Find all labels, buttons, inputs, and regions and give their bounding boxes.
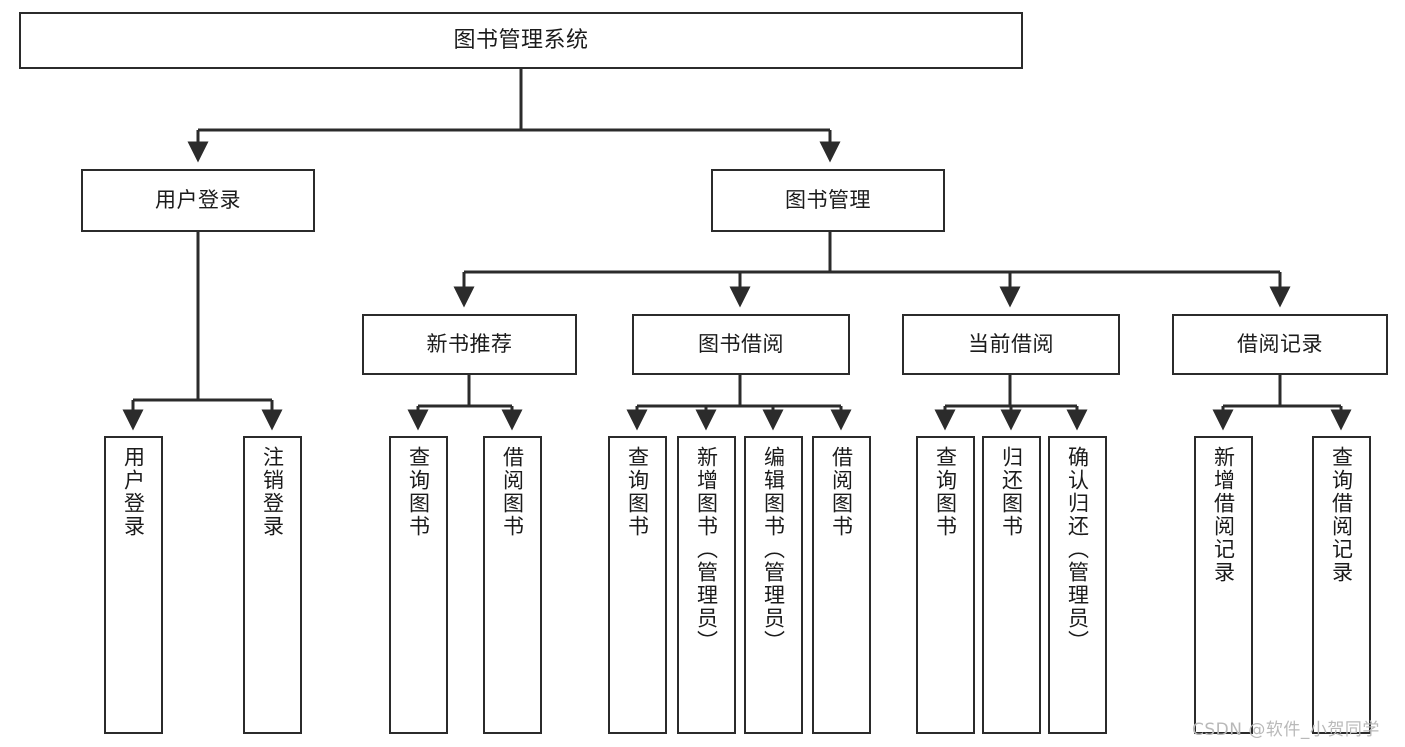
leaf-borrow-borrow-book[interactable]: 借阅图书 bbox=[812, 436, 871, 734]
leaf-recommend-query-book[interactable]: 查询图书 bbox=[389, 436, 448, 734]
leaf-borrow-add-book[interactable]: 新增图书（管理员） bbox=[677, 436, 736, 734]
leaf-recommend-borrow-book[interactable]: 借阅图书 bbox=[483, 436, 542, 734]
node-label: 编辑图书（管理员） bbox=[761, 446, 786, 653]
node-root-system[interactable]: 图书管理系统 bbox=[19, 12, 1023, 69]
node-label: 用户登录 bbox=[155, 188, 241, 213]
node-label: 借阅图书 bbox=[500, 446, 525, 538]
leaf-borrow-query-book[interactable]: 查询图书 bbox=[608, 436, 667, 734]
node-label: 新增图书（管理员） bbox=[694, 446, 719, 653]
leaf-borrow-edit-book[interactable]: 编辑图书（管理员） bbox=[744, 436, 803, 734]
node-label: 新增借阅记录 bbox=[1211, 446, 1236, 584]
node-label: 图书借阅 bbox=[698, 332, 784, 357]
node-label: 新书推荐 bbox=[426, 332, 513, 357]
leaf-current-query-book[interactable]: 查询图书 bbox=[916, 436, 975, 734]
node-borrow-record[interactable]: 借阅记录 bbox=[1172, 314, 1388, 375]
leaf-user-login-login[interactable]: 用户登录 bbox=[104, 436, 163, 734]
leaf-record-add-record[interactable]: 新增借阅记录 bbox=[1194, 436, 1253, 734]
node-label: 归还图书 bbox=[999, 446, 1024, 538]
node-label: 确认归还（管理员） bbox=[1065, 446, 1090, 653]
node-label: 查询借阅记录 bbox=[1329, 446, 1354, 584]
node-current-borrow[interactable]: 当前借阅 bbox=[902, 314, 1120, 375]
leaf-current-return-book[interactable]: 归还图书 bbox=[982, 436, 1041, 734]
node-label: 注销登录 bbox=[260, 446, 285, 538]
node-label: 借阅记录 bbox=[1237, 332, 1323, 357]
node-label: 借阅图书 bbox=[829, 446, 854, 538]
leaf-user-login-logout[interactable]: 注销登录 bbox=[243, 436, 302, 734]
node-label: 当前借阅 bbox=[968, 332, 1054, 357]
leaf-current-confirm-return[interactable]: 确认归还（管理员） bbox=[1048, 436, 1107, 734]
node-book-management[interactable]: 图书管理 bbox=[711, 169, 945, 232]
leaf-record-query-record[interactable]: 查询借阅记录 bbox=[1312, 436, 1371, 734]
node-label: 用户登录 bbox=[121, 446, 146, 538]
node-label: 图书管理系统 bbox=[453, 27, 589, 53]
node-book-borrow[interactable]: 图书借阅 bbox=[632, 314, 850, 375]
node-label: 查询图书 bbox=[625, 446, 650, 538]
node-label: 查询图书 bbox=[406, 446, 431, 538]
node-label: 图书管理 bbox=[785, 188, 871, 213]
node-user-login[interactable]: 用户登录 bbox=[81, 169, 315, 232]
watermark: CSDN @软件_小贺同学 bbox=[1192, 720, 1380, 740]
node-new-book-recommend[interactable]: 新书推荐 bbox=[362, 314, 577, 375]
node-label: 查询图书 bbox=[933, 446, 958, 538]
